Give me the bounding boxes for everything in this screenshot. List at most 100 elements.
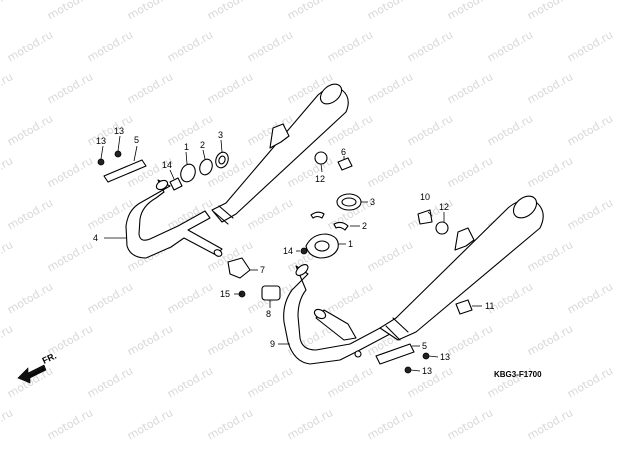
watermark-text: motod.ru	[0, 154, 15, 190]
watermark-text: motod.ru	[45, 0, 95, 23]
protector-lower[interactable]	[375, 343, 415, 365]
muffler-right-tail	[512, 195, 538, 219]
cotter-2-upper[interactable]	[198, 157, 215, 176]
callout-5b: 5	[422, 341, 427, 351]
protector-upper[interactable]	[103, 159, 147, 183]
callouts: 13 13 5 14 1 2 3 12 6 4 3 2 1 14 7 15 8 …	[93, 126, 494, 376]
watermark-text: motod.ru	[5, 196, 55, 232]
rubber-8[interactable]	[261, 285, 281, 301]
callout-1a: 1	[184, 142, 189, 152]
callout-8: 8	[266, 309, 271, 319]
watermark-text: motod.ru	[125, 406, 175, 442]
joint-collar-1-upper[interactable]	[178, 162, 197, 184]
watermark-text: motod.ru	[565, 196, 615, 232]
muffler-left-tail	[319, 83, 343, 105]
watermark-text: motod.ru	[165, 112, 215, 148]
callout-13d: 13	[422, 366, 432, 376]
watermark-text: motod.ru	[365, 406, 415, 442]
watermark-text: motod.ru	[0, 406, 15, 442]
cotter-2-lower-a[interactable]	[310, 211, 325, 219]
bolt-13a[interactable]	[97, 158, 105, 166]
callout-13a: 13	[96, 136, 106, 146]
callout-3b: 3	[370, 197, 375, 207]
watermark-text: motod.ru	[0, 322, 15, 358]
callout-5a: 5	[134, 135, 139, 145]
callout-9: 9	[270, 339, 275, 349]
watermark-text: motod.ru	[445, 406, 495, 442]
exhaust-pipe-right[interactable]	[283, 265, 391, 365]
muffler-left-joint	[213, 205, 234, 225]
watermark-text: motod.ru	[85, 280, 135, 316]
watermark-text: motod.ru	[485, 28, 535, 64]
callout-12b: 12	[439, 202, 449, 212]
callout-4: 4	[93, 233, 98, 243]
nut-14-lower[interactable]	[300, 247, 308, 255]
watermark-text: motod.ru	[565, 280, 615, 316]
gasket-3-upper-hole	[218, 155, 226, 165]
callout-10: 10	[420, 192, 430, 202]
clamp-7[interactable]	[227, 257, 251, 279]
callout-14a: 14	[162, 160, 172, 170]
bolt-13d[interactable]	[404, 366, 412, 374]
leader-lines	[100, 135, 482, 372]
watermark-text: motod.ru	[165, 364, 215, 400]
callout-14b: 14	[283, 246, 293, 256]
watermark-text: motod.ru	[0, 70, 15, 106]
watermark-text: motod.ru	[325, 28, 375, 64]
exhaust-pipe-left-inlet	[155, 179, 169, 191]
watermark-text: motod.ru	[365, 238, 415, 274]
watermark-text: motod.ru	[205, 0, 255, 23]
watermark-text: motod.ru	[245, 28, 295, 64]
watermark-text: motod.ru	[245, 196, 295, 232]
band-6[interactable]	[337, 157, 353, 171]
watermark-text: motod.ru	[125, 70, 175, 106]
watermark-text: motod.ru	[445, 70, 495, 106]
watermark-text: motod.ru	[85, 112, 135, 148]
callout-6: 6	[341, 147, 346, 157]
callout-12a: 12	[315, 174, 325, 184]
exhaust-pipe-right-inlet	[295, 264, 309, 276]
watermark-text: motod.ru	[405, 112, 455, 148]
callout-2a: 2	[200, 140, 205, 150]
exhaust-pipe-left-outlet	[213, 249, 223, 257]
gasket-3-lower-hole	[341, 197, 357, 207]
right-exhaust-assembly	[283, 195, 544, 365]
watermark-text: motod.ru	[85, 28, 135, 64]
bolt-13c[interactable]	[422, 352, 430, 360]
callout-13c: 13	[440, 352, 450, 362]
watermark-text: motod.ru	[525, 406, 575, 442]
left-exhaust-assembly	[125, 83, 349, 259]
watermark-text: motod.ru	[565, 364, 615, 400]
bolt-13b[interactable]	[114, 150, 122, 158]
watermark-text: motod.ru	[205, 70, 255, 106]
watermark-text: motod.ru	[565, 28, 615, 64]
collar-14-upper[interactable]	[169, 177, 183, 191]
watermark-text: motod.ru	[525, 154, 575, 190]
muffler-right-joint	[385, 317, 409, 341]
watermark-text: motod.ru	[165, 280, 215, 316]
watermark-text: motod.ru	[525, 0, 575, 23]
stay-10[interactable]	[417, 209, 433, 225]
watermark-text: motod.ru	[445, 154, 495, 190]
watermark-text: motod.ru	[525, 70, 575, 106]
watermark-text: motod.ru	[0, 0, 15, 23]
watermark-text: motod.ru	[45, 406, 95, 442]
watermark-text: motod.ru	[205, 406, 255, 442]
damper-11[interactable]	[455, 299, 473, 315]
watermark-text: motod.ru	[285, 406, 335, 442]
cotter-2-lower-b[interactable]	[333, 221, 349, 231]
watermark-text: motod.ru	[5, 28, 55, 64]
exhaust-pipe-left[interactable]	[125, 179, 223, 259]
spring-nut-12-upper[interactable]	[314, 151, 328, 165]
joint-collar-1-lower-hole	[314, 240, 330, 252]
muffler-right-bracket	[454, 227, 475, 251]
exhaust-pipe-right-branch-end	[313, 308, 327, 320]
watermark-text: motod.ru	[365, 154, 415, 190]
watermark-text: motod.ru	[285, 0, 335, 23]
watermark-text: motod.ru	[45, 70, 95, 106]
watermark-text: motod.ru	[485, 112, 535, 148]
spring-nut-12-lower[interactable]	[435, 221, 449, 235]
watermark-text: motod.ru	[205, 322, 255, 358]
watermark-text: motod.ru	[45, 154, 95, 190]
